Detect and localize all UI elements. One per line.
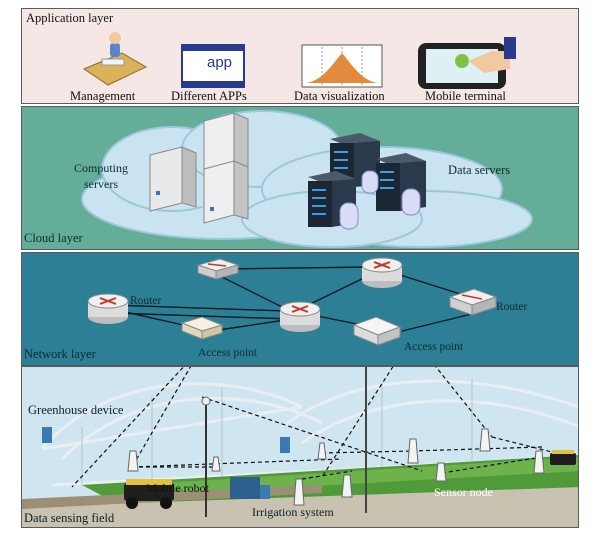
cloud-layer-title: Cloud layer bbox=[24, 231, 83, 245]
network-graphics bbox=[87, 257, 498, 346]
data-servers-label: Data servers bbox=[448, 163, 511, 177]
sensor-node-label: Sensor node bbox=[434, 485, 493, 499]
router-right-label: Router bbox=[496, 301, 528, 313]
computing-servers-label-2: servers bbox=[84, 177, 118, 191]
mobile-terminal-icon bbox=[418, 37, 516, 89]
application-layer: Application layer app Mana bbox=[21, 8, 579, 104]
robot-right-icon bbox=[550, 450, 576, 465]
access-point-1-icon bbox=[180, 316, 224, 340]
app-icon-text: app bbox=[207, 54, 233, 71]
access-point-2-label: Access point bbox=[404, 341, 464, 353]
greenhouse-device-icon bbox=[42, 427, 290, 453]
mobile-robot-label: Mobile robot bbox=[146, 481, 209, 495]
different-apps-icon bbox=[181, 44, 245, 88]
data-visualization-label: Data visualization bbox=[294, 89, 385, 103]
management-label: Management bbox=[70, 89, 136, 103]
sensor-nodes bbox=[127, 428, 545, 506]
data-sensing-field-layer: Greenhouse device Mobile robot Irrigatio… bbox=[21, 366, 579, 528]
different-apps-label: Different APPs bbox=[171, 89, 247, 103]
greenhouse-frame bbox=[81, 379, 473, 485]
street-lamp-icon bbox=[201, 367, 367, 517]
field-graphics bbox=[22, 367, 578, 527]
cloud-graphics bbox=[81, 110, 533, 248]
switch-top-icon bbox=[196, 258, 240, 280]
data-sensing-field-title: Data sensing field bbox=[24, 511, 115, 525]
application-layer-title: Application layer bbox=[26, 11, 114, 25]
greenhouse-device-label: Greenhouse device bbox=[28, 403, 124, 417]
computing-servers-icon bbox=[149, 112, 249, 224]
management-icon bbox=[82, 32, 148, 86]
access-point-1-label: Access point bbox=[198, 347, 258, 359]
computing-servers-label-1: Computing bbox=[74, 161, 129, 175]
application-icons bbox=[82, 32, 516, 89]
irrigation-device-icon bbox=[230, 477, 270, 499]
router-left-icon bbox=[87, 293, 129, 324]
mobile-terminal-label: Mobile terminal bbox=[425, 89, 506, 103]
data-visualization-icon bbox=[301, 44, 383, 88]
network-layer: Router Router Access point Access point … bbox=[21, 252, 579, 366]
router-top-icon bbox=[361, 257, 403, 288]
cloud-layer: Computing servers Data servers Cloud lay… bbox=[21, 106, 579, 250]
access-point-2-icon bbox=[352, 316, 402, 346]
data-servers-icon bbox=[308, 133, 426, 230]
router-left-label: Router bbox=[130, 295, 162, 307]
switch-right-icon bbox=[448, 288, 498, 316]
mobile-robot-icon bbox=[124, 479, 174, 509]
router-center-icon bbox=[279, 301, 321, 332]
network-layer-title: Network layer bbox=[24, 347, 96, 361]
irrigation-system-label: Irrigation system bbox=[252, 505, 334, 519]
